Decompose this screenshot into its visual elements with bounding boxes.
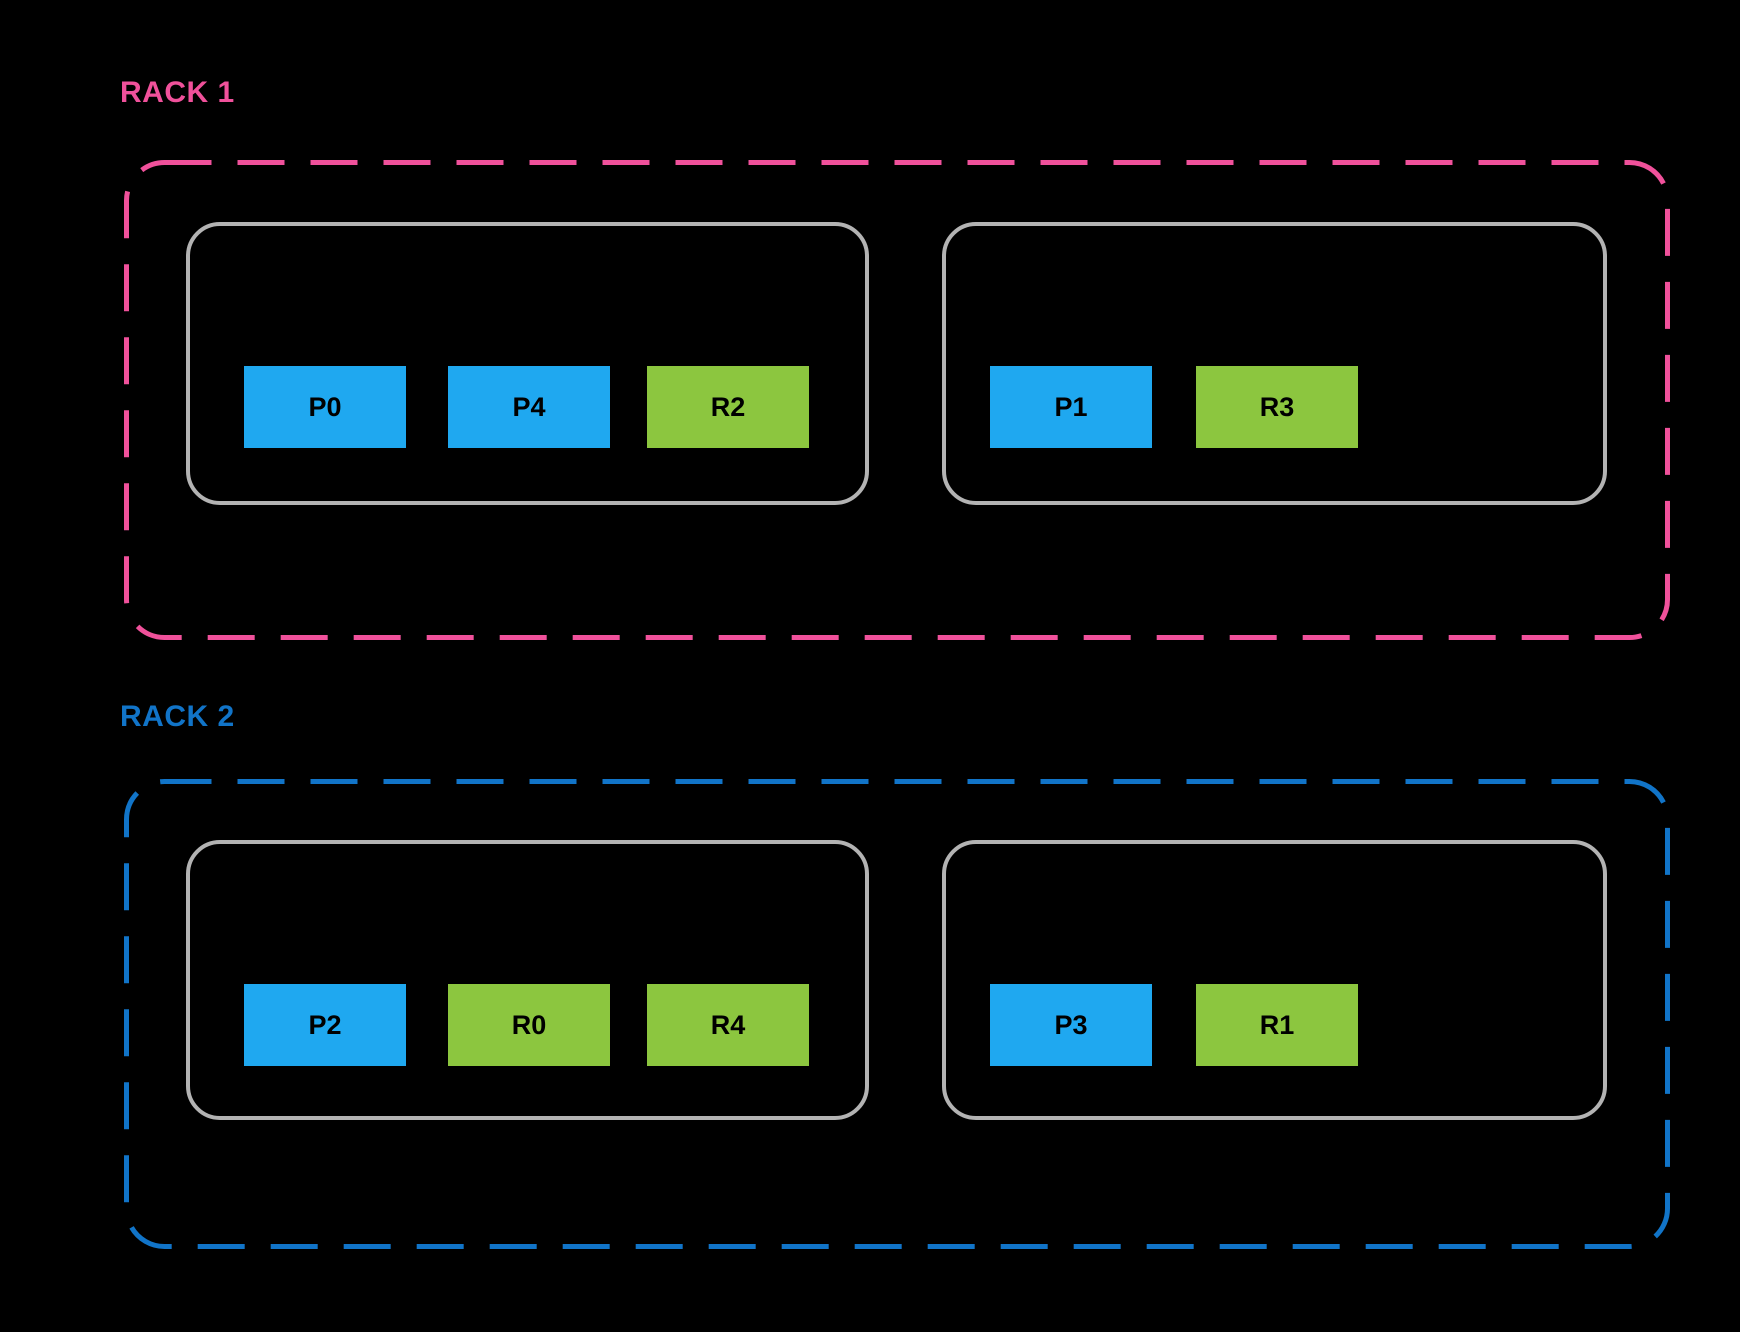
rack-1-boundary (124, 160, 1670, 640)
slot-p1: P1 (990, 366, 1152, 448)
slot-r3: R3 (1196, 366, 1358, 448)
slot-r0: R0 (448, 984, 610, 1066)
rack-1-label: RACK 1 (120, 76, 235, 109)
rack-1-node-2: P1 R3 (942, 222, 1607, 505)
slot-p0: P0 (244, 366, 406, 448)
rack-2-node-1: P2 R0 R4 (186, 840, 869, 1120)
slot-p2: P2 (244, 984, 406, 1066)
rack-2-boundary (124, 779, 1670, 1249)
rack-1-node-1: P0 P4 R2 (186, 222, 869, 505)
slot-r2: R2 (647, 366, 809, 448)
slot-r1: R1 (1196, 984, 1358, 1066)
rack-1-boundary-rect (124, 160, 1670, 640)
slot-p4: P4 (448, 366, 610, 448)
rack-2-boundary-rect (124, 779, 1670, 1249)
slot-p3: P3 (990, 984, 1152, 1066)
slot-r4: R4 (647, 984, 809, 1066)
rack-2-node-2: P3 R1 (942, 840, 1607, 1120)
rack-2-label: RACK 2 (120, 700, 235, 733)
